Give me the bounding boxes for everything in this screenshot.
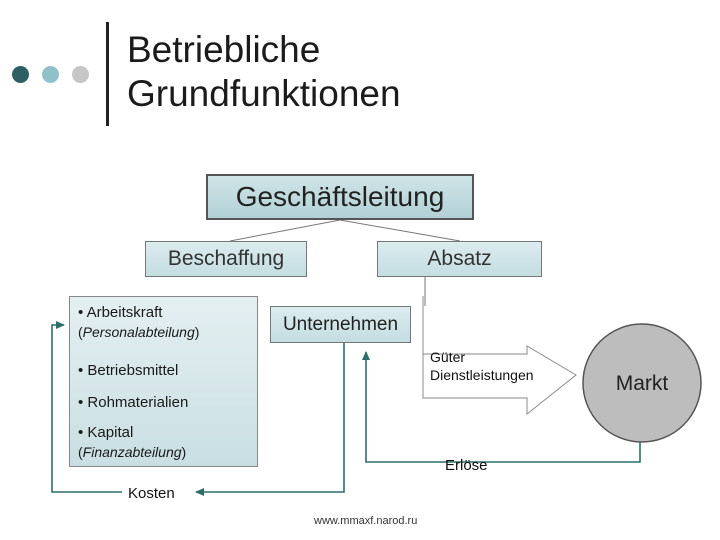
header-dot-gray bbox=[72, 66, 89, 83]
resource-item: • Betriebsmittel bbox=[78, 362, 179, 379]
page-title-line2: Grundfunktionen bbox=[127, 73, 401, 114]
resources-box: • Arbeitskraft (Personalabteilung) • Bet… bbox=[69, 296, 258, 467]
resource-sub-text: Personalabteilung bbox=[82, 324, 195, 340]
gueter-label-line1: Güter bbox=[430, 349, 466, 365]
beschaffung-label: Beschaffung bbox=[167, 247, 285, 270]
gueter-block-arrow bbox=[422, 296, 577, 416]
absatz-box: Absatz bbox=[377, 241, 542, 277]
header-dot-teal bbox=[42, 66, 59, 83]
footer-url: www.mmaxf.narod.ru bbox=[314, 515, 418, 527]
beschaffung-box: Beschaffung bbox=[145, 241, 307, 277]
header-dot-dark bbox=[12, 66, 29, 83]
erloese-label: Erlöse bbox=[445, 457, 488, 474]
resource-sub: (Finanzabteilung) bbox=[78, 444, 187, 460]
header-divider bbox=[106, 22, 109, 126]
page-title: Betriebliche Grundfunktionen bbox=[127, 28, 401, 116]
resource-item: • Rohmaterialien bbox=[78, 394, 189, 411]
absatz-label: Absatz bbox=[427, 247, 492, 270]
resource-item: • Kapital bbox=[78, 424, 134, 441]
markt-label: Markt bbox=[615, 372, 669, 395]
resource-sub-text: Finanzabteilung bbox=[82, 444, 182, 460]
gueter-label-line2: Dienstleistungen bbox=[430, 367, 534, 383]
line-gl-beschaffung bbox=[229, 219, 341, 242]
kosten-flow-arrow bbox=[195, 343, 345, 496]
erloese-flow-arrow bbox=[362, 351, 641, 463]
line-gl-absatz bbox=[339, 219, 461, 242]
unternehmen-label: Unternehmen bbox=[282, 313, 399, 335]
geschaeftsleitung-label: Geschäftsleitung bbox=[235, 181, 445, 212]
geschaeftsleitung-box: Geschäftsleitung bbox=[206, 174, 474, 220]
unternehmen-box: Unternehmen bbox=[270, 306, 411, 343]
kosten-label: Kosten bbox=[128, 485, 175, 502]
resource-item: • Arbeitskraft bbox=[78, 304, 163, 321]
kosten-return-arrow bbox=[51, 321, 122, 493]
gueter-label: Güter Dienstleistungen bbox=[430, 348, 534, 384]
markt-circle bbox=[582, 323, 702, 443]
resource-sub: (Personalabteilung) bbox=[78, 324, 200, 340]
page-title-line1: Betriebliche bbox=[127, 29, 321, 70]
